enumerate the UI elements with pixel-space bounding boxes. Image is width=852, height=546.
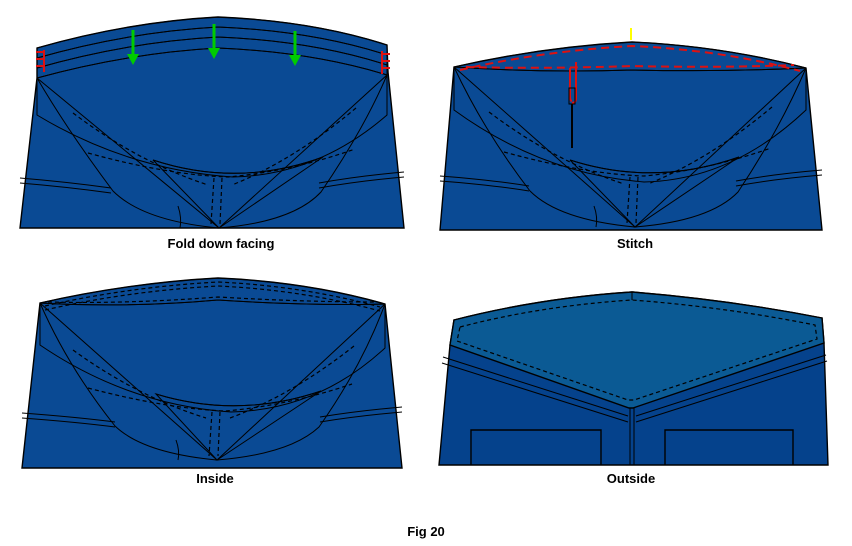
leg-seams (19, 171, 405, 229)
needle-icon (568, 87, 576, 148)
stitch-line-red-top (459, 44, 801, 72)
center-back-seam (629, 408, 635, 465)
fold-down-facing-illustration (19, 16, 405, 229)
pattern-dashed-lines (72, 345, 355, 457)
leg-seams (21, 406, 403, 461)
caption-inside: Inside (196, 471, 234, 486)
garment-back-inside (19, 16, 405, 229)
fold-flap-right (633, 67, 807, 228)
seat-seam (152, 156, 324, 174)
stitch-illustration (439, 28, 823, 231)
pattern-dashed-lines (488, 106, 773, 224)
facing-stitch-dashes (44, 281, 381, 312)
leg-seams (439, 169, 823, 228)
edge-tack-left-icon (36, 50, 45, 72)
edge-tack-right-icon (381, 51, 390, 74)
panel-outside (430, 280, 830, 466)
panel-stitch (432, 10, 824, 236)
fold-arrow-down-icon (289, 31, 301, 66)
caption-outside: Outside (606, 471, 656, 486)
figure-caption: Fig 20 (407, 524, 445, 539)
back-yoke (449, 291, 825, 409)
back-pocket-right (664, 429, 794, 465)
fold-arrow-down-icon (208, 24, 220, 59)
fold-flap-left (39, 302, 219, 461)
panel-fold-down-facing (18, 10, 408, 236)
garment-back-inside (21, 277, 403, 469)
fold-flap-right (215, 303, 386, 461)
garment-back-outside (438, 291, 829, 466)
outside-illustration (438, 291, 829, 466)
seat-seam (155, 390, 322, 407)
fold-flap-right (217, 74, 388, 229)
garment-back-inside (439, 41, 823, 231)
needle-and-thread (568, 62, 577, 148)
back-pocket-left (470, 429, 602, 465)
fold-flap-left (36, 77, 221, 229)
waist-seam (441, 354, 828, 423)
pattern-dashed-lines (72, 107, 357, 225)
outer-fabric (21, 277, 403, 469)
fold-arrow-down-icon (127, 30, 139, 65)
fold-flap-left (453, 66, 637, 228)
fold-arrow-down-icons (127, 24, 301, 66)
caption-fold-down-facing: Fold down facing (167, 236, 275, 251)
caption-stitch: Stitch (616, 236, 654, 251)
panel-inside (18, 270, 408, 470)
inside-illustration (21, 277, 403, 469)
